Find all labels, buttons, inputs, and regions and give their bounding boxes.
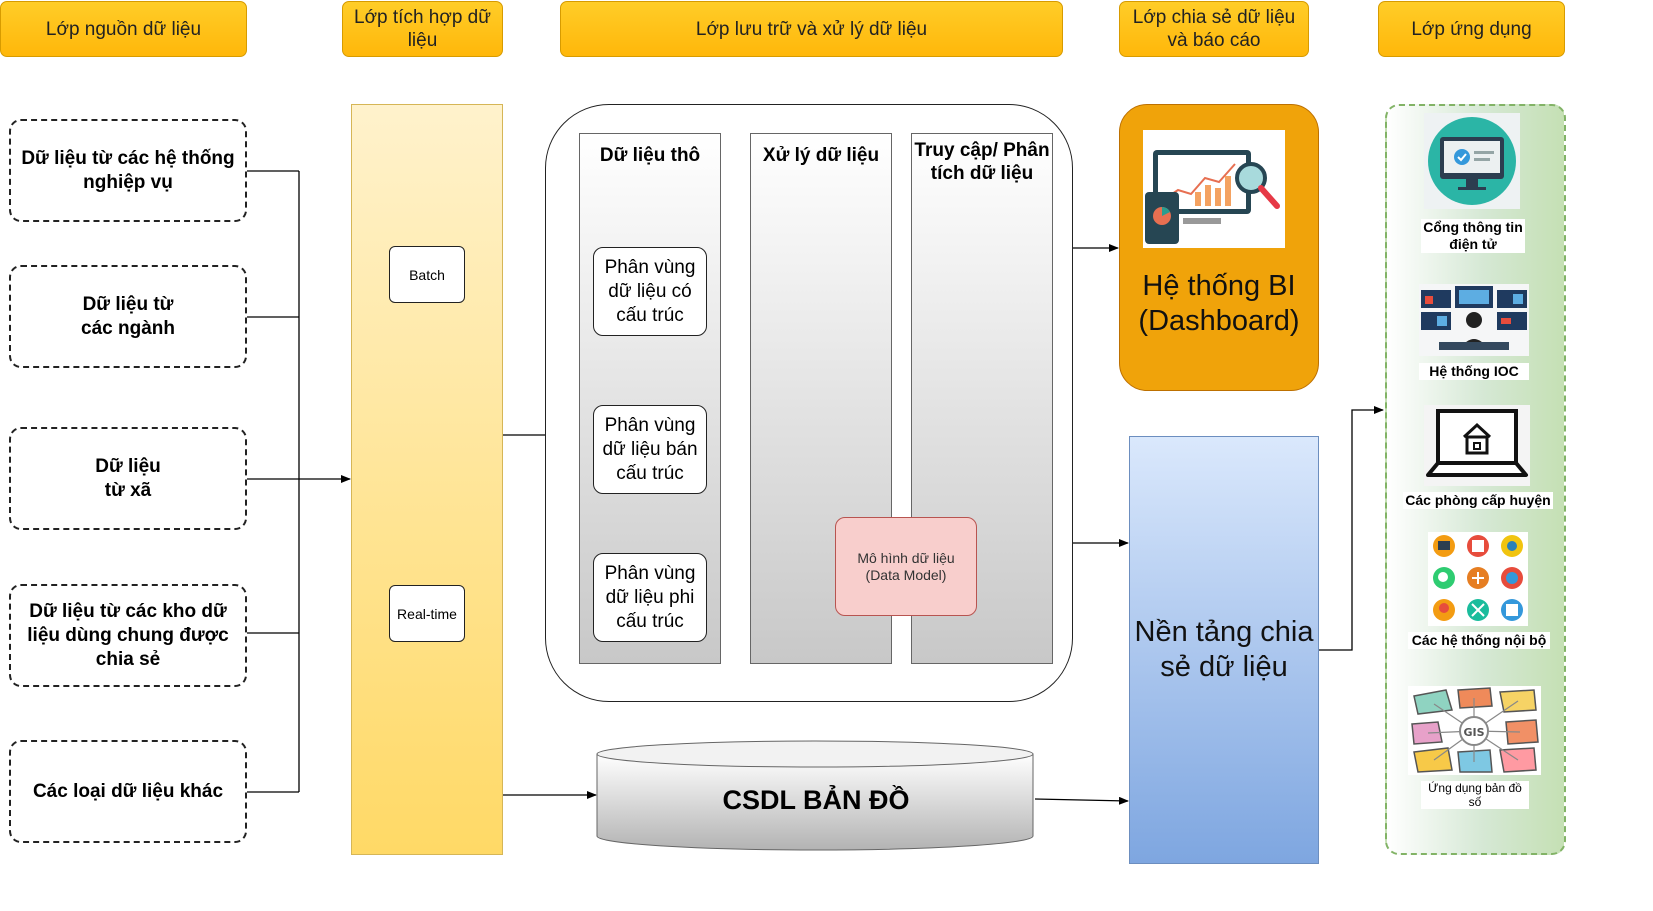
header-source-layer: Lớp nguồn dữ liệu [0,1,247,57]
data-sharing-platform-box [1129,436,1319,864]
source-box-communes: Dữ liệu từ xã [9,427,247,530]
realtime-box: Real-time [389,585,465,642]
partition-structured-label: Phân vùng dữ liệu có cấu trúc [604,256,696,326]
raw-data-title: Dữ liệu thô [599,145,701,166]
data-sharing-platform-label: Nền tảng chia sẻ dữ liệu [1134,616,1314,683]
data-model-box: Mô hình dữ liệu (Data Model) [835,517,977,616]
app-label-digital-map: Ứng dụng bản đồ số [1421,781,1529,809]
partition-unstructured-box: Phân vùng dữ liệu phi cấu trúc [593,553,707,642]
laptop-home-icon [1424,405,1530,486]
svg-text:GIS: GIS [1463,726,1484,739]
batch-box: Batch [389,246,465,303]
operations-center-icon [1419,284,1529,356]
source-label: Dữ liệu từ các hệ thống nghiệp vụ [21,147,235,193]
header-integration-layer: Lớp tích hợp dữ liệu [342,1,503,57]
batch-label: Batch [409,266,445,283]
header-application-layer: Lớp ứng dụng [1378,1,1565,57]
realtime-label: Real-time [397,605,457,622]
bi-system-label: Hệ thống BI (Dashboard) [1138,270,1300,337]
app-label-ioc: Hệ thống IOC [1419,363,1529,380]
source-label: Dữ liệu từ các kho dữ liệu dùng chung đư… [27,600,229,670]
source-box-other-data: Các loại dữ liệu khác [9,740,247,843]
source-box-sectors: Dữ liệu từ các ngành [9,265,247,368]
map-database-label: CSDL BẢN ĐỒ [722,784,910,815]
header-storage-layer: Lớp lưu trữ và xử lý dữ liệu [560,1,1063,57]
source-label: Dữ liệu từ xã [95,455,161,501]
source-box-shared-warehouses: Dữ liệu từ các kho dữ liệu dùng chung đư… [9,584,247,687]
header-storage-label: Lớp lưu trữ và xử lý dữ liệu [695,18,928,40]
header-integration-label: Lớp tích hợp dữ liệu [354,7,491,51]
processing-title: Xử lý dữ liệu [762,145,880,166]
partition-unstructured-label: Phân vùng dữ liệu phi cấu trúc [604,562,696,632]
dashboard-analytics-icon [1143,130,1285,248]
partition-semi-label: Phân vùng dữ liệu bán cấu trúc [602,414,698,484]
app-grid-icon [1428,532,1528,626]
integration-panel [351,104,503,855]
gis-map-icon: GIS [1408,686,1541,775]
app-label-egov-portal: Cổng thông tin điện tử [1421,219,1525,253]
source-label: Dữ liệu từ các ngành [81,293,175,339]
source-box-business-systems: Dữ liệu từ các hệ thống nghiệp vụ [9,119,247,222]
header-sharing-layer: Lớp chia sẻ dữ liệu và báo cáo [1119,1,1309,57]
access-title: Truy cập/ Phân tích dữ liệu [914,140,1050,184]
source-label: Các loại dữ liệu khác [32,780,224,802]
header-sharing-label: Lớp chia sẻ dữ liệu và báo cáo [1132,7,1296,51]
monitor-check-icon [1424,113,1520,209]
app-label-internal-systems: Các hệ thống nội bộ [1408,632,1550,649]
data-model-label: Mô hình dữ liệu (Data Model) [857,549,955,583]
partition-semi-structured-box: Phân vùng dữ liệu bán cấu trúc [593,405,707,494]
header-application-label: Lớp ứng dụng [1411,18,1532,40]
app-label-district-offices: Các phòng cấp huyện [1403,492,1553,509]
header-source-label: Lớp nguồn dữ liệu [45,18,202,40]
map-database-cylinder [596,740,1034,851]
partition-structured-box: Phân vùng dữ liệu có cấu trúc [593,247,707,336]
